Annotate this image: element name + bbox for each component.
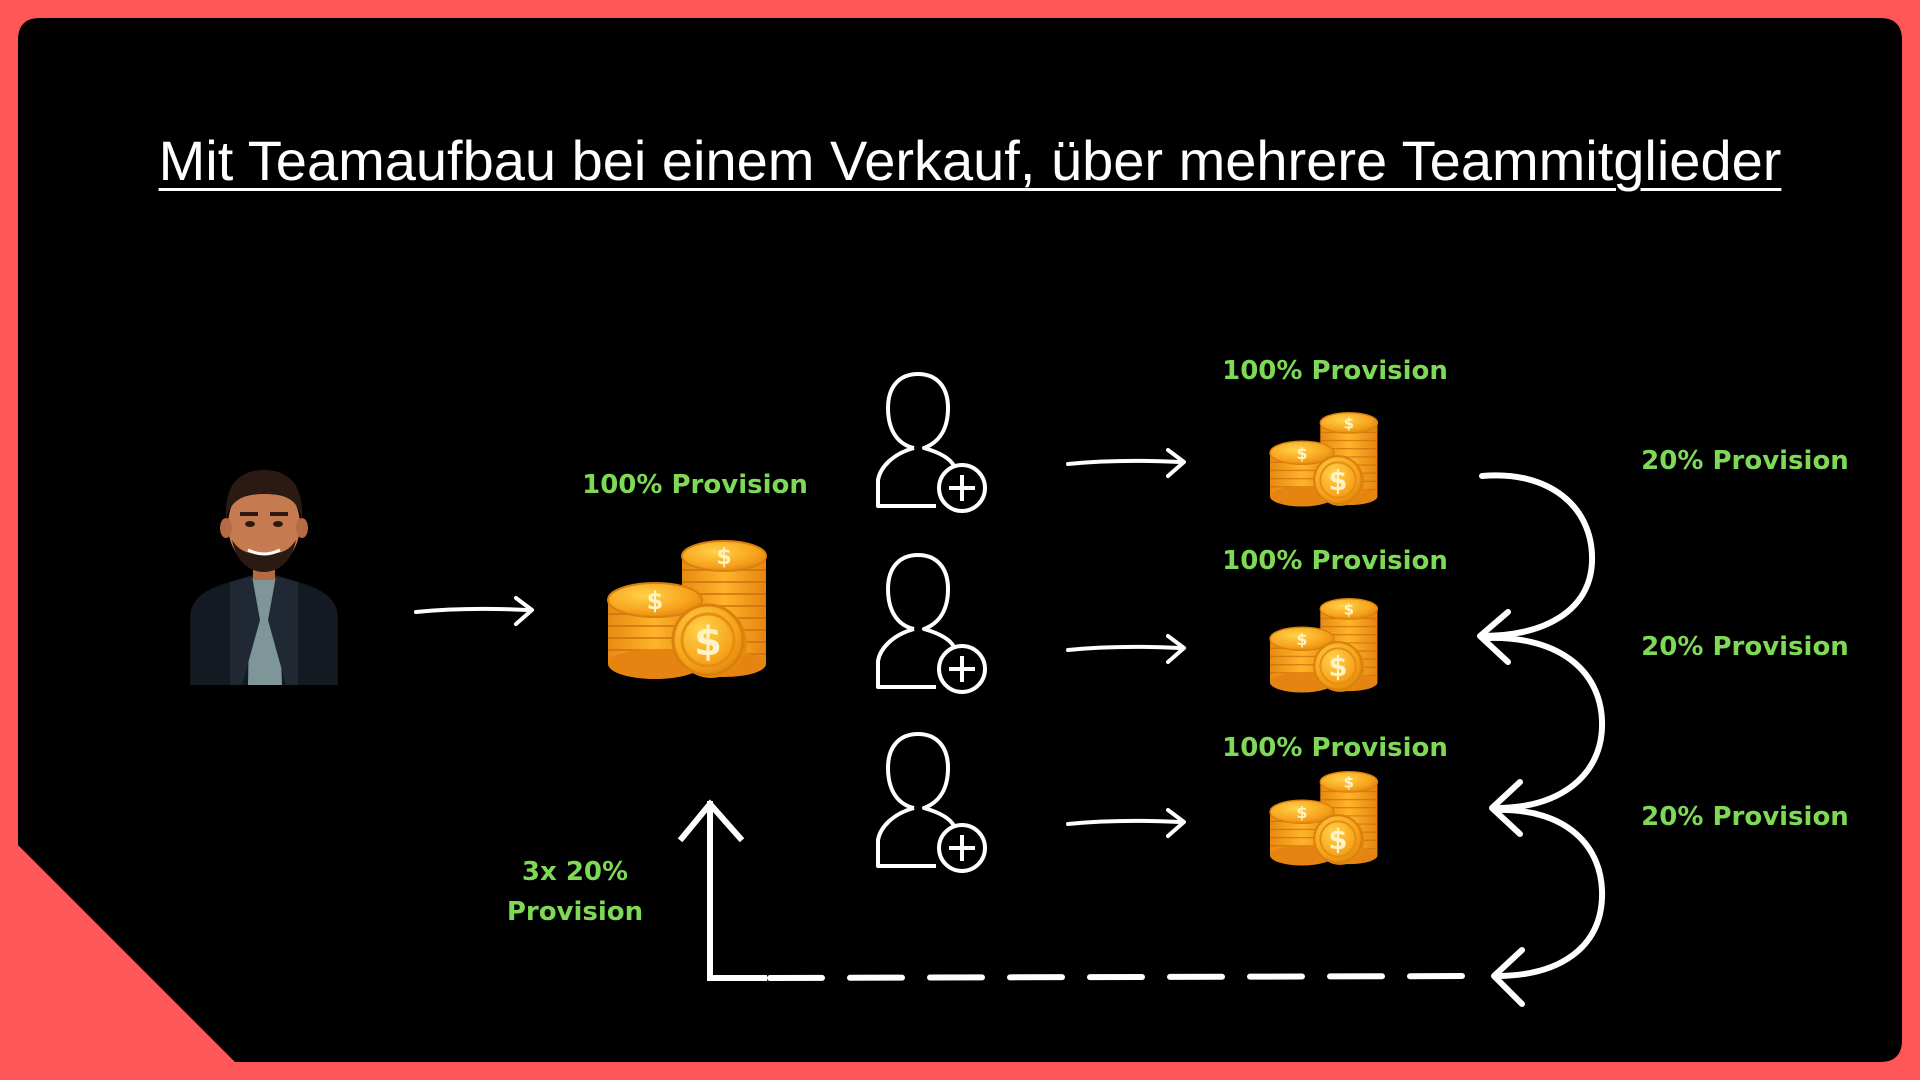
member-provision-label: 100% Provision (1222, 733, 1448, 763)
curved-arrow-icon (1491, 806, 1606, 1007)
total-provision-line1: 3x 20% (521, 857, 629, 887)
main-provision-label: 100% Provision (582, 470, 808, 500)
total-provision-line2: Provision (506, 897, 644, 927)
override-provision-label: 20% Provision (1641, 446, 1849, 476)
page-title: Mit Teamaufbau bei einem Verkauf, über m… (158, 129, 1782, 192)
dashed-return-line (767, 973, 1483, 981)
curved-arrow-icon (1485, 634, 1606, 837)
member-provision-label: 100% Provision (1222, 546, 1448, 576)
override-provision-label: 20% Provision (1641, 632, 1849, 662)
avatar-man-icon (190, 470, 338, 685)
curved-arrow-icon (1477, 472, 1596, 665)
background-panel (18, 18, 1902, 1062)
member-provision-label: 100% Provision (1222, 356, 1448, 386)
override-provision-label: 20% Provision (1641, 802, 1849, 832)
total-provision-label: 3x 20% Provision (470, 852, 680, 932)
arrow-up-icon (677, 799, 767, 981)
